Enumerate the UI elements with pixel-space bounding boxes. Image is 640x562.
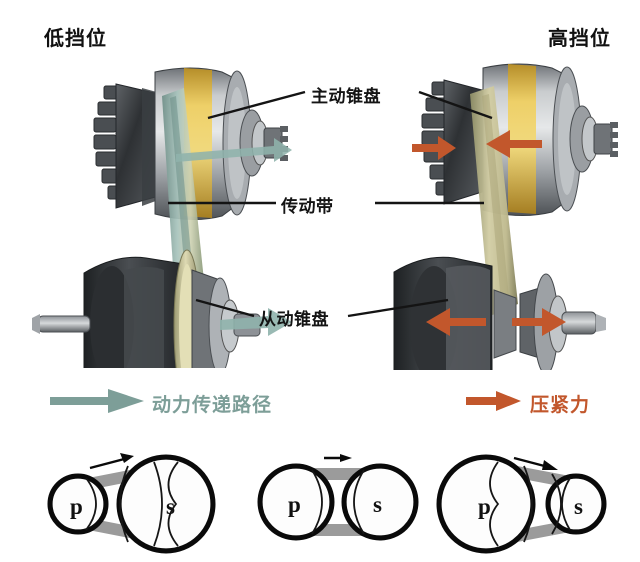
schematic-low-ratio: p s [47, 453, 216, 554]
clamping-force-arrow-icon [466, 391, 521, 411]
low-power-arrow-lower [220, 308, 292, 336]
high-gear-assembly [393, 63, 618, 370]
schematic-secondary-letter: s [574, 494, 583, 519]
low-gear-title: 低挡位 [44, 28, 107, 50]
low-power-arrow-upper [176, 138, 292, 162]
schematic-primary-letter: p [288, 492, 301, 517]
high-clamp-arrow-upper-right [486, 130, 542, 158]
rotation-arrow-icon [513, 456, 558, 470]
schematic-secondary-letter: s [166, 494, 175, 519]
rotation-arrow-icon [324, 454, 352, 462]
low-gear-assembly [32, 67, 292, 368]
schematic-secondary-letter: s [373, 492, 382, 517]
legend-power-path-label: 动力传递路径 [152, 395, 273, 416]
schematic-primary-letter: p [70, 494, 83, 519]
high-gear-title: 高挡位 [548, 28, 611, 50]
low-driven-pulley [32, 249, 261, 368]
schematic-primary-letter: p [478, 494, 491, 519]
high-clamp-arrow-lower-left [426, 308, 486, 336]
rotation-arrow-icon [89, 453, 134, 470]
high-drive-pulley [421, 63, 618, 217]
high-clamp-arrow-upper-left [412, 136, 456, 160]
power-path-arrow-icon [50, 389, 144, 413]
callout-driven-pulley: 从动锥盘 [259, 310, 329, 329]
low-drive-pulley [93, 67, 288, 221]
legend-clamping-force-label: 压紧力 [530, 395, 591, 416]
callout-leaders [168, 90, 493, 318]
high-clamp-arrow-lower-right [512, 308, 566, 336]
schematic-one-to-one: p s [257, 454, 419, 541]
callout-belt: 传动带 [281, 197, 334, 216]
schematic-high-ratio: p s [436, 454, 607, 554]
callout-drive-pulley: 主动锥盘 [311, 87, 381, 106]
